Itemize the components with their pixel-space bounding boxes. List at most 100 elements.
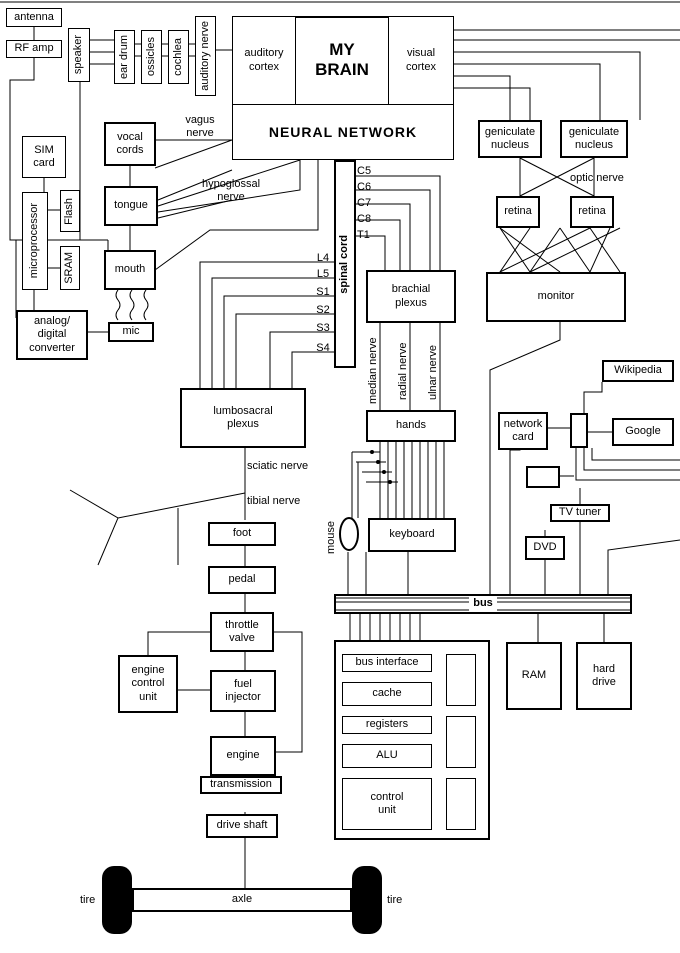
speaker-box: speaker (68, 28, 90, 82)
retina-right-label: retina (578, 205, 606, 218)
vagus-nerve-label: vagus nerve (185, 114, 215, 139)
google-box: Google (612, 418, 674, 446)
geniculate-left-label: geniculate nucleus (484, 125, 536, 151)
pedal-box: pedal (208, 566, 276, 594)
hypoglossal-nerve-label: hypoglossal nerve (201, 178, 261, 203)
keyboard-label: keyboard (389, 528, 435, 541)
ulnar-nerve-label: ulnar nerve (427, 344, 439, 400)
tongue-label: tongue (114, 199, 148, 212)
adc-label: analog/ digital converter (29, 315, 75, 354)
cochlea-box: cochlea (168, 30, 189, 84)
bus-box: bus (334, 594, 632, 614)
cache-label: cache (372, 687, 402, 700)
neural-network-box: NEURAL NETWORK (232, 104, 454, 160)
radial-nerve-label: radial nerve (397, 342, 409, 400)
tv-tuner-box: TV tuner (550, 504, 610, 522)
ossicles-label: ossicles (144, 37, 157, 77)
auditory-cortex-label: auditory cortex (244, 47, 284, 73)
auditory-cortex-box: auditory cortex (232, 16, 296, 105)
level-c6: C6 (357, 181, 372, 193)
axle-label: axle (231, 893, 253, 906)
mic-label: mic (122, 325, 140, 338)
dvd-box: DVD (525, 536, 565, 560)
fuel-injector-label: fuel injector (225, 677, 261, 703)
alu-box: ALU (342, 744, 432, 768)
sram-label: SRAM (63, 252, 76, 284)
engine-label: engine (226, 749, 260, 762)
ear-drum-box: ear drum (114, 30, 135, 84)
microprocessor-label: microprocessor (28, 203, 41, 279)
visual-cortex-label: visual cortex (406, 47, 436, 73)
mouth-label: mouth (114, 263, 146, 276)
cache-box: cache (342, 682, 432, 706)
drive-shaft-box: drive shaft (206, 814, 278, 838)
bus-interface-box: bus interface (342, 654, 432, 672)
control-unit-label: control unit (370, 790, 404, 816)
engine-control-unit-box: engine control unit (118, 655, 178, 713)
median-nerve-label: median nerve (367, 337, 379, 404)
registers-label: registers (365, 718, 409, 731)
engine-control-unit-label: engine control unit (131, 664, 165, 703)
ram-label: RAM (521, 669, 547, 682)
sram-box: SRAM (60, 246, 80, 290)
tibial-nerve-label: tibial nerve (247, 495, 301, 507)
microprocessor-box: microprocessor (22, 192, 48, 290)
axle-box: axle (132, 888, 352, 912)
level-s1: S1 (316, 286, 330, 298)
engine-box: engine (210, 736, 276, 776)
optic-nerve-label: optic nerve (570, 172, 624, 184)
brachial-plexus-label: brachial plexus (391, 283, 431, 309)
cochlea-label: cochlea (171, 38, 184, 76)
rf-amp-label: RF amp (14, 42, 54, 55)
mic-box: mic (108, 322, 154, 342)
ram-box: RAM (506, 642, 562, 710)
retina-right-box: retina (570, 196, 614, 228)
control-unit-box: control unit (342, 778, 432, 830)
monitor-label: monitor (537, 290, 575, 303)
auditory-nerve-label: auditory nerve (198, 21, 211, 91)
brachial-plexus-box: brachial plexus (366, 270, 456, 323)
network-card-label: network card (503, 417, 543, 443)
mouth-box: mouth (104, 250, 156, 290)
cpu-block-2 (446, 716, 476, 768)
tire-right-label: tire (387, 894, 403, 906)
level-l5: L5 (316, 268, 330, 280)
throttle-valve-label: throttle valve (225, 618, 259, 644)
retina-left-label: retina (504, 205, 532, 218)
network-card-box: network card (498, 412, 548, 450)
hands-label: hands (396, 419, 426, 432)
geniculate-nucleus-right-box: geniculate nucleus (560, 120, 628, 158)
cpu-block-3 (446, 778, 476, 830)
vocal-cords-box: vocal cords (104, 122, 156, 166)
hands-box: hands (366, 410, 456, 442)
google-label: Google (625, 425, 661, 438)
speaker-label: speaker (72, 35, 85, 75)
level-c8: C8 (357, 213, 372, 225)
retina-left-box: retina (496, 196, 540, 228)
level-t1: T1 (357, 229, 370, 241)
fuel-injector-box: fuel injector (210, 670, 276, 712)
alu-label: ALU (376, 749, 398, 762)
wikipedia-label: Wikipedia (614, 364, 662, 377)
tire-left-label: tire (80, 894, 96, 906)
ossicles-box: ossicles (141, 30, 162, 84)
antenna-box: antenna (6, 8, 62, 27)
sciatic-nerve-label: sciatic nerve (247, 460, 309, 472)
level-s2: S2 (316, 304, 330, 316)
spinal-cord-box: spinal cord (334, 160, 356, 368)
ear-drum-label: ear drum (117, 34, 130, 80)
brain-title: MY BRAIN (315, 40, 369, 79)
foot-label: foot (232, 527, 252, 540)
geniculate-nucleus-left-box: geniculate nucleus (478, 120, 542, 158)
tv-tuner-label: TV tuner (558, 506, 602, 519)
visual-cortex-box: visual cortex (388, 16, 454, 105)
transmission-label: transmission (210, 778, 272, 791)
antenna-label: antenna (14, 10, 54, 23)
hard-drive-label: hard drive (592, 662, 616, 688)
network-hub-box (570, 413, 588, 448)
vocal-cords-label: vocal cords (116, 130, 144, 156)
registers-box: registers (342, 716, 432, 734)
geniculate-right-label: geniculate nucleus (568, 125, 620, 151)
mouse-label: mouse (325, 520, 337, 554)
